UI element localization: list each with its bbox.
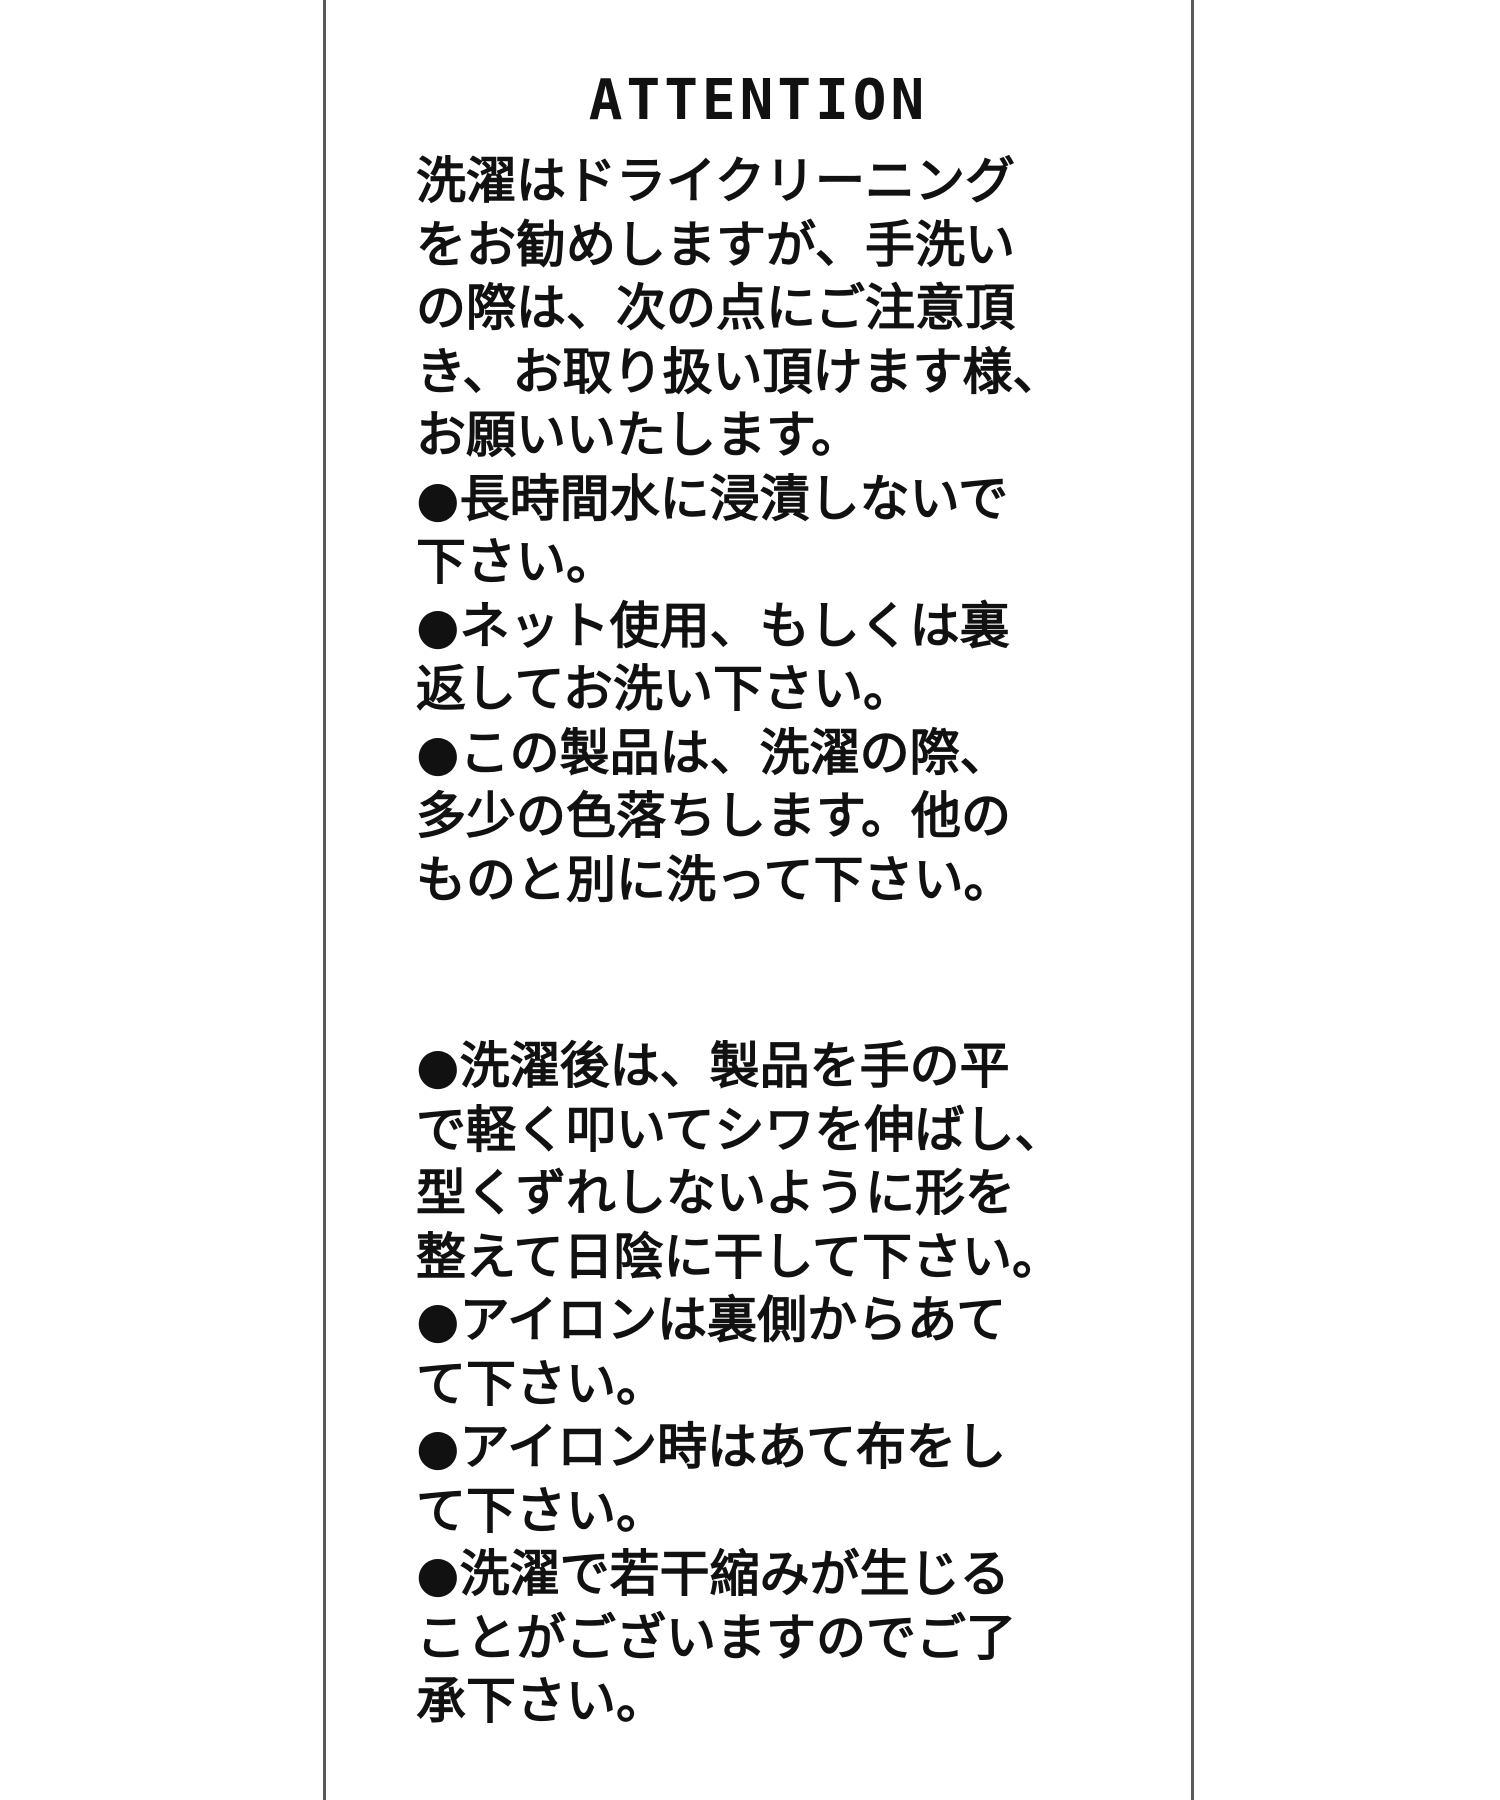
label-text-line: をお勧めしますが、手洗い <box>416 215 1015 274</box>
label-text-line: て下さい。 <box>416 1354 666 1413</box>
label-text-line: で軽く叩いてシワを伸ばし、 <box>416 1100 1065 1159</box>
label-text-line: て下さい。 <box>416 1481 666 1540</box>
label-text-line: 型くずれしないように形を <box>416 1164 1015 1222</box>
care-instructions-section-b: ●洗濯後は、製品を手の平 で軽く叩いてシワを伸ばし、 型くずれしないように形を … <box>416 1035 1065 1734</box>
label-text-line: ことがございますのでご了 <box>416 1608 1016 1667</box>
label-text-line: お願いいたします。 <box>416 406 861 464</box>
label-text-line: ●洗濯後は、製品を手の平 <box>416 1037 1010 1095</box>
label-text-line: ●ネット使用、もしくは裏 <box>416 596 1010 655</box>
care-label: ATTENTION 洗濯はドライクリーニング をお勧めしますが、手洗い の際は、… <box>323 0 1194 1800</box>
label-title: ATTENTION <box>588 68 929 133</box>
label-text-line: 多少の色落ちします。他の <box>416 787 1011 845</box>
label-text-line: 下さい。 <box>416 533 616 591</box>
label-text-line: 承下さい。 <box>416 1672 666 1730</box>
label-text-line: ●洗濯で若干縮みが生じる <box>416 1545 1010 1603</box>
label-text-line: ●この製品は、洗濯の際、 <box>416 723 1010 782</box>
label-text-line: 返してお洗い下さい。 <box>416 660 913 718</box>
label-text-line: 洗濯はドライクリーニング <box>416 152 1015 210</box>
label-text-line: の際は、次の点にご注意頂 <box>416 279 1015 337</box>
label-text-line: ●アイロン時はあて布をし <box>416 1418 1007 1476</box>
care-instructions-section-a: 洗濯はドライクリーニング をお勧めしますが、手洗い の際は、次の点にご注意頂 き… <box>416 150 1063 912</box>
label-text-line: ものと別に洗って下さい。 <box>416 850 1014 909</box>
label-text-line: ●アイロンは裏側からあて <box>416 1291 1007 1349</box>
label-text-line: き、お取り扱い頂けます様、 <box>416 342 1063 401</box>
label-text-line: ●長時間水に浸漬しないで <box>416 469 1009 528</box>
label-text-line: 整えて日陰に干して下さい。 <box>416 1227 1062 1286</box>
